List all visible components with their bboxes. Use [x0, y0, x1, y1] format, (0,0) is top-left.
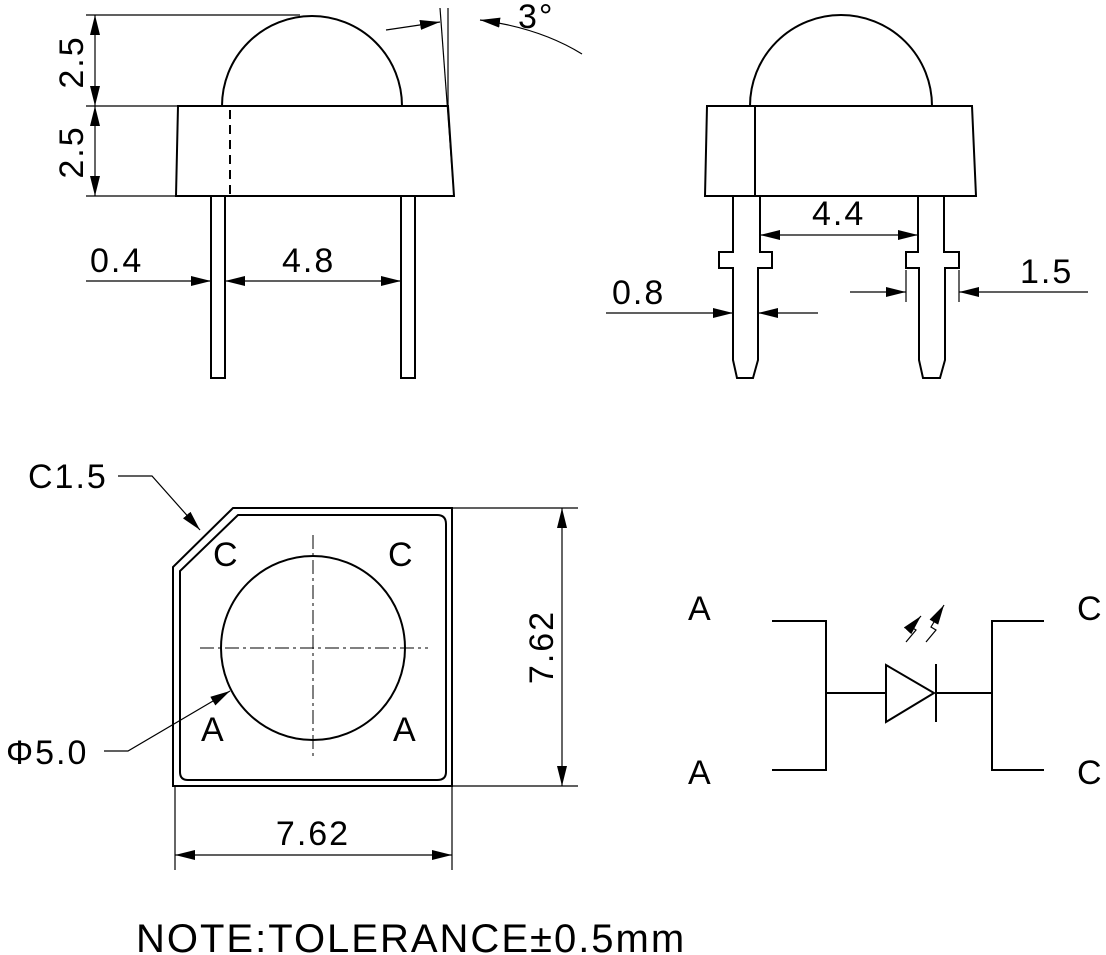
- lead-spacing-front-label: 4.8: [282, 242, 335, 280]
- side-lead-left: [718, 196, 773, 379]
- front-lead-left: [210, 195, 226, 379]
- draft-ref-slanted: [439, 7, 455, 197]
- front-dome: [221, 15, 403, 107]
- pin-label-bottom-left: A: [201, 711, 224, 749]
- anode-wire: [772, 620, 827, 771]
- diode-triangle: [885, 663, 936, 724]
- lead-thickness-label: 0.8: [612, 274, 665, 312]
- front-view: 2.5 2.5 3° 0.4 4.8: [53, 0, 583, 379]
- top-view: C C A A C1.5 Φ5.0 7.62 7.62: [6, 458, 578, 870]
- pin-label-top-left: C: [213, 536, 238, 574]
- side-lead-right: [905, 196, 960, 379]
- lead-spacing-side-label: 4.4: [812, 195, 865, 233]
- emission-arrow-2: [925, 604, 945, 643]
- schematic-cathode-top-label: C: [1077, 590, 1102, 628]
- emission-arrow-1: [903, 615, 922, 643]
- body-width-label: 7.62: [276, 815, 350, 853]
- side-dome: [749, 14, 933, 107]
- dome-height-label: 2.5: [53, 35, 91, 88]
- side-view: 4.4 0.8 1.5: [606, 14, 1088, 379]
- schematic-anode-bottom-label: A: [688, 754, 711, 792]
- schematic-anode-top-label: A: [688, 590, 711, 628]
- draft-angle-label: 3°: [518, 0, 555, 36]
- diameter-leader: [104, 690, 231, 752]
- chamfer-leader: [118, 475, 201, 531]
- lead-width-label: 0.4: [90, 242, 143, 280]
- pin-label-bottom-right: A: [393, 711, 416, 749]
- front-body: [174, 105, 456, 197]
- body-depth-label: 7.62: [523, 610, 561, 684]
- chamfer-label: C1.5: [28, 458, 108, 496]
- front-lead-right: [400, 195, 416, 379]
- angle-arc-leader: [479, 17, 583, 55]
- body-height-label: 2.5: [53, 125, 91, 178]
- side-body: [703, 105, 978, 197]
- top-outline: [172, 507, 453, 787]
- led-schematic: A A C C: [688, 590, 1102, 792]
- pin-label-top-right: C: [388, 536, 413, 574]
- lens-diameter-label: Φ5.0: [6, 734, 88, 772]
- top-inner-outline: [179, 514, 447, 781]
- schematic-cathode-bottom-label: C: [1077, 754, 1102, 792]
- tolerance-note: NOTE:TOLERANCE±0.5mm: [136, 917, 686, 955]
- standoff-width-label: 1.5: [1020, 253, 1073, 291]
- cathode-wire: [991, 620, 1044, 771]
- angle-leader: [385, 19, 441, 31]
